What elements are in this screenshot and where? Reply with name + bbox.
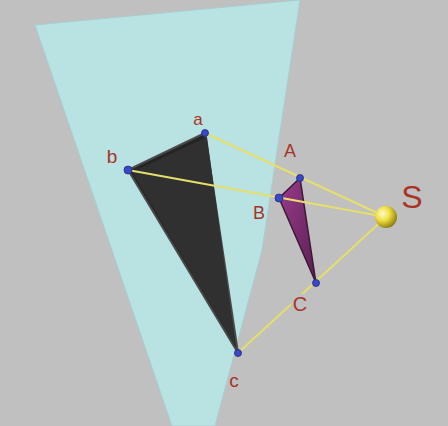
point-label: b (105, 147, 120, 166)
vertex-dot (297, 175, 304, 182)
image-triangle-face (132, 137, 236, 348)
vertex-dot (275, 194, 283, 202)
ray (205, 133, 386, 217)
vertex-dot (124, 166, 132, 174)
projection-centre (375, 206, 397, 228)
point-label: S (399, 181, 424, 213)
projection-rays (128, 133, 386, 353)
point-label: B (251, 204, 267, 222)
vertex-dot (235, 350, 242, 357)
vertex-dot (313, 280, 320, 287)
vertex-dot (202, 130, 209, 137)
image-triangle (128, 133, 238, 353)
vertex-dots (124, 130, 320, 357)
object-triangle (279, 178, 316, 283)
ray (238, 217, 386, 353)
projection-plane (35, 0, 300, 426)
point-label: C (291, 294, 309, 314)
point-label: a (191, 111, 204, 128)
point-label: A (282, 142, 298, 160)
point-label: c (227, 371, 241, 390)
